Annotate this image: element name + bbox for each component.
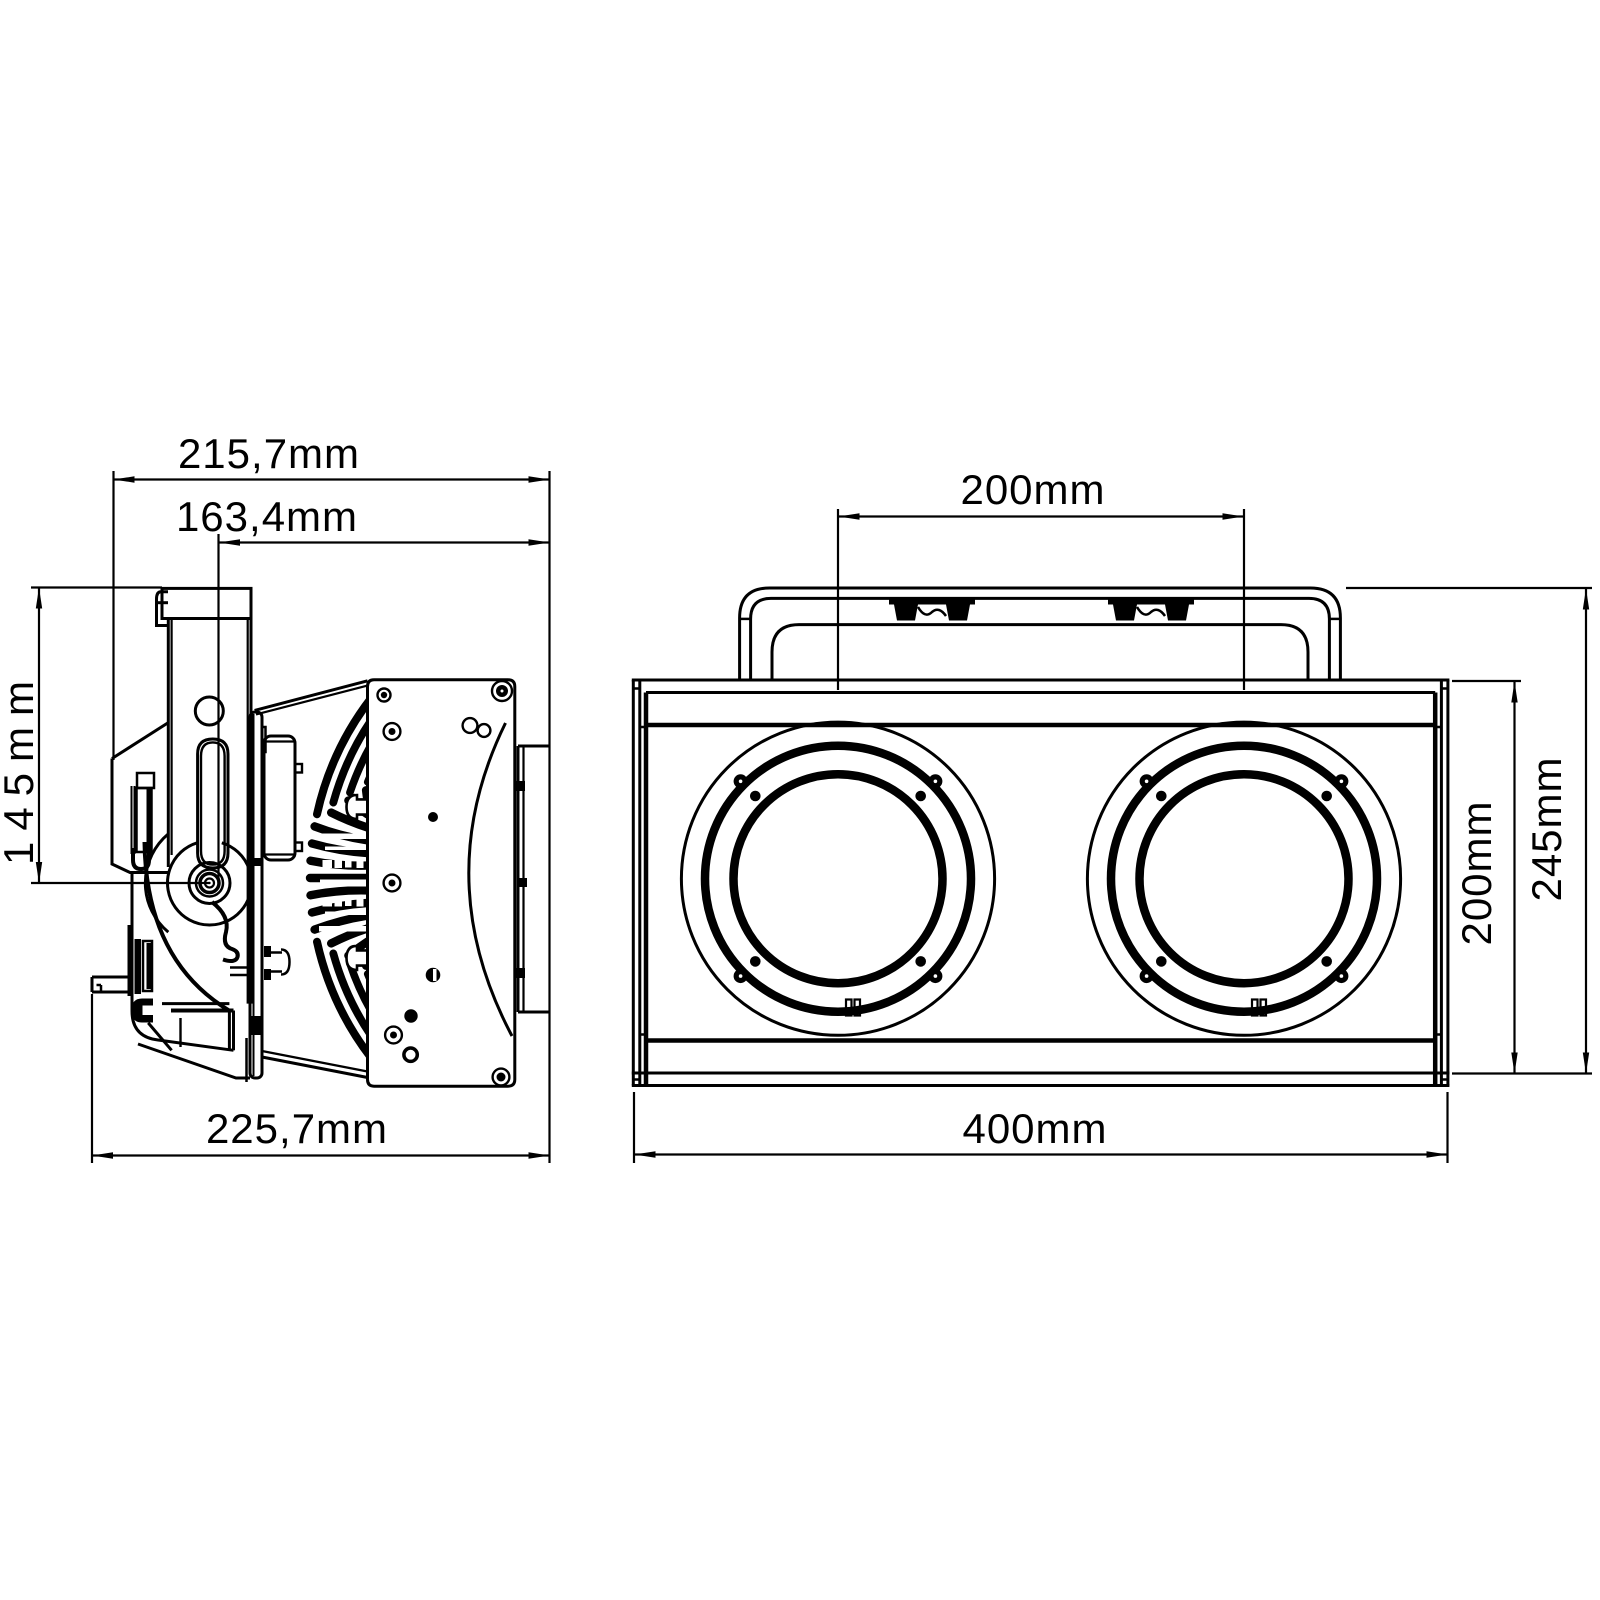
svg-text:245mm: 245mm [1523,756,1570,901]
svg-text:215,7mm: 215,7mm [178,430,360,477]
svg-text:400mm: 400mm [962,1105,1107,1152]
svg-text:163,4mm: 163,4mm [176,493,358,540]
svg-text:145mm: 145mm [0,670,42,865]
svg-text:200mm: 200mm [960,466,1105,513]
svg-text:200mm: 200mm [1453,800,1500,945]
svg-text:225,7mm: 225,7mm [206,1105,388,1152]
